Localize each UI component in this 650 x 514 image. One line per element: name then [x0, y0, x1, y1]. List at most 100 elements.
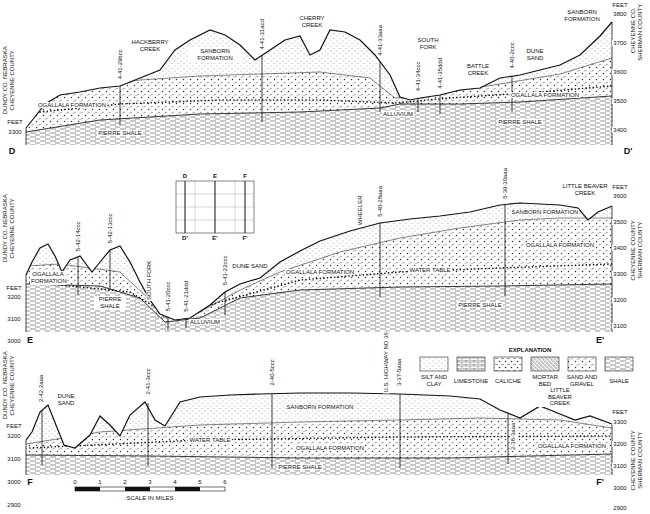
axis-value: 3200	[612, 441, 627, 448]
axis-value: 3300	[7, 129, 22, 136]
axis-value: 3400	[612, 127, 627, 134]
county-name: CHEYENNE COUNTY	[9, 354, 16, 416]
formation-label: WATER TABLE	[188, 437, 231, 444]
formation-label: WATER TABLE	[408, 267, 451, 274]
legend-text: MORTAR BED	[526, 374, 564, 387]
place-name: LITTLE BEAVER CREEK	[559, 183, 611, 196]
well-number: 4-41-34ccc	[415, 60, 422, 92]
axis-value: 3700	[612, 40, 627, 47]
place-name: U.S. HIGHWAY NO 36	[383, 331, 390, 393]
county-name: CHEYENNE COUNTY	[630, 429, 637, 491]
axis-value: 3100	[612, 463, 627, 470]
index-letter: E'	[211, 235, 218, 242]
axis-value: 3500	[612, 98, 627, 105]
place-name: SOUTH FORK	[412, 37, 444, 50]
formation-label: OGALLALA FORMATION	[285, 269, 355, 276]
formation-label: SANBORN FORMATION	[556, 9, 608, 22]
index-letter: E	[212, 173, 218, 180]
axis-value: 3000	[6, 479, 21, 486]
legend-text: SHALE	[600, 378, 638, 385]
axis-value: FEET	[5, 285, 22, 292]
formation-label: OGALLALA FORMATION	[295, 445, 365, 452]
legend-text: LIMESTONE	[452, 378, 490, 385]
axis-value: 3300	[612, 271, 627, 278]
formation-label: OGALLALA FORMATION	[537, 443, 607, 450]
axis-value: 3300	[612, 419, 627, 426]
place-name: HACKBERRY CREEK	[129, 39, 171, 52]
well-number: 5-40-28aaa	[377, 185, 384, 218]
axis-value: FEET	[6, 119, 23, 126]
formation-label: ALLUVIUM	[189, 319, 221, 326]
section-letter: D'	[623, 147, 634, 157]
well-number: 5-42-13ccc	[107, 212, 114, 244]
axis-value: FEET	[611, 184, 628, 191]
formation-label: OGALLALA FORMATION	[525, 242, 595, 249]
well-number: 5-39-30aaa	[502, 167, 509, 200]
axis-value: FEET	[5, 423, 22, 430]
axis-value: 3100	[6, 456, 21, 463]
well-number: 5-41-21ddd	[183, 280, 190, 313]
formation-label: OGALLALA FORMATION	[510, 92, 580, 99]
axis-value: 3200	[612, 297, 627, 304]
place-name: BATTLE CREEK	[461, 63, 495, 76]
county-name: SHERMAN COUNTY	[638, 2, 645, 61]
well-number: 5-41-22ccc	[222, 254, 229, 286]
legend-text: SAND AND GRAVEL	[563, 374, 601, 387]
scale-value: 1	[97, 479, 102, 486]
formation-label: PIERRE SHALE	[97, 130, 143, 137]
formation-label: OGALLALA FORMATION	[30, 271, 66, 284]
section-letter: E'	[595, 336, 605, 346]
index-letter: F'	[241, 235, 248, 242]
section-letter: E	[26, 336, 34, 346]
axis-value: 3800	[612, 11, 627, 18]
axis-value: 3100	[612, 323, 627, 330]
scale-value: 6	[222, 479, 227, 486]
axis-value: 3500	[612, 219, 627, 226]
axis-value: 3600	[612, 193, 627, 200]
well-number: 3-37-5aaa	[397, 357, 404, 386]
county-name: CHEYENNE COUNTY	[9, 197, 16, 259]
well-number: 2-41-3ccc	[145, 367, 152, 395]
axis-value: 3400	[612, 245, 627, 252]
section-letter: D	[8, 147, 17, 157]
well-number: 5-42-14ccc	[75, 220, 82, 252]
formation-label: SANBORN FORMATION	[189, 48, 241, 61]
axis-value: 3200	[6, 433, 21, 440]
section-letter: F	[26, 478, 34, 488]
well-number: 5-41-20ccc	[165, 280, 172, 312]
well-number: 4-41-29bcc	[117, 48, 124, 80]
axis-value: 3000	[6, 338, 21, 345]
legend-text: SILT AND CLAY	[415, 374, 453, 387]
index-letter: D'	[181, 235, 189, 242]
formation-label: ALLUVIUM	[382, 111, 414, 118]
formation-label: SANBORN FORMATION	[286, 404, 355, 411]
formation-label: DUNE SAND	[519, 48, 551, 61]
county-name: SHERMAN COUNTY	[638, 430, 645, 489]
formation-label: PIERRE SHALE	[457, 302, 503, 309]
well-number: 2-42-2aaa	[39, 373, 46, 402]
axis-value: 2900	[612, 505, 627, 512]
axis-value: 3000	[612, 485, 627, 492]
formation-label: DUNE SAND	[231, 263, 268, 270]
place-name: CHERRY CREEK	[293, 15, 331, 28]
formation-label: PIERRE SHALE	[277, 464, 323, 471]
well-number: 4-41-33aaa	[377, 24, 384, 57]
axis-value: FEET	[611, 409, 628, 416]
scale-value: 3	[147, 479, 152, 486]
scale-value: SCALE IN MILES	[125, 495, 174, 502]
formation-label: PIERRE SHALE	[94, 296, 126, 309]
formation-label: OGALLALA FORMATION	[37, 102, 107, 109]
axis-value: FEET	[611, 2, 628, 9]
axis-value: 3200	[6, 294, 21, 301]
formation-label: DUNE SAND	[49, 393, 83, 406]
well-number: 4-40-2ccc	[509, 41, 516, 69]
county-name: DUNDY CO. NEBRASKA	[2, 193, 9, 263]
axis-value: 3100	[6, 316, 21, 323]
county-name: DUNDY CO. NEBRASKA	[2, 45, 9, 115]
formation-label: SANBORN FORMATION	[511, 209, 580, 216]
county-name: DUNDY CO. NEBRASKA	[2, 350, 9, 420]
axis-value: 3600	[612, 69, 627, 76]
place-name: LITTLE BEAVER CREEK	[537, 387, 583, 407]
